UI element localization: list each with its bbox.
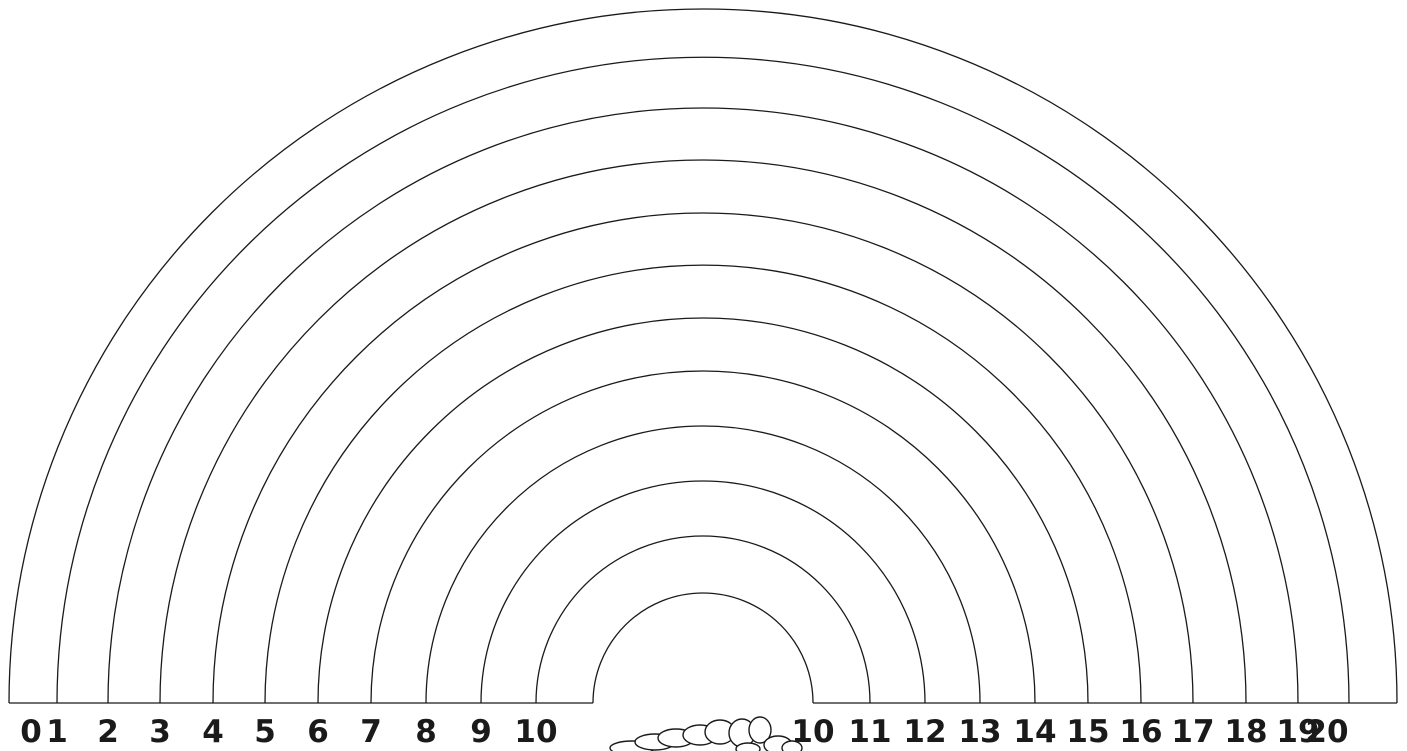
rainbow-arc [318, 318, 1088, 703]
number-label: 5 [254, 714, 276, 750]
number-label: 13 [958, 714, 1001, 750]
number-label: 12 [903, 714, 946, 750]
number-label: 7 [360, 714, 382, 750]
rainbow-arc [371, 371, 1035, 703]
number-label: 2 [97, 714, 119, 750]
number-label: 3 [149, 714, 171, 750]
number-label: 0 [20, 714, 42, 750]
rainbow-arc [108, 108, 1298, 703]
number-label: 10 [514, 714, 557, 750]
pot-of-gold-coins-icon [610, 717, 802, 751]
number-label: 4 [202, 714, 224, 750]
number-label: 20 [1305, 714, 1348, 750]
number-label: 17 [1171, 714, 1214, 750]
number-label: 15 [1066, 714, 1109, 750]
number-label: 9 [470, 714, 492, 750]
coin [736, 743, 760, 751]
rainbow-arcs [9, 9, 1397, 703]
number-label: 16 [1119, 714, 1162, 750]
rainbow-arc [481, 481, 925, 703]
number-label: 11 [848, 714, 891, 750]
number-label: 18 [1224, 714, 1267, 750]
number-label: 1 [46, 714, 68, 750]
rainbow-arc [57, 57, 1349, 703]
coin [782, 741, 802, 751]
rainbow-arc [265, 265, 1141, 703]
rainbow-arc [426, 426, 980, 703]
rainbow-arc [536, 536, 870, 703]
rainbow-arc [593, 593, 813, 703]
number-label: 8 [415, 714, 437, 750]
rainbow-arc [213, 213, 1193, 703]
number-label: 14 [1013, 714, 1056, 750]
number-label: 6 [307, 714, 329, 750]
rainbow-arc [9, 9, 1397, 703]
rainbow-arc [160, 160, 1246, 703]
